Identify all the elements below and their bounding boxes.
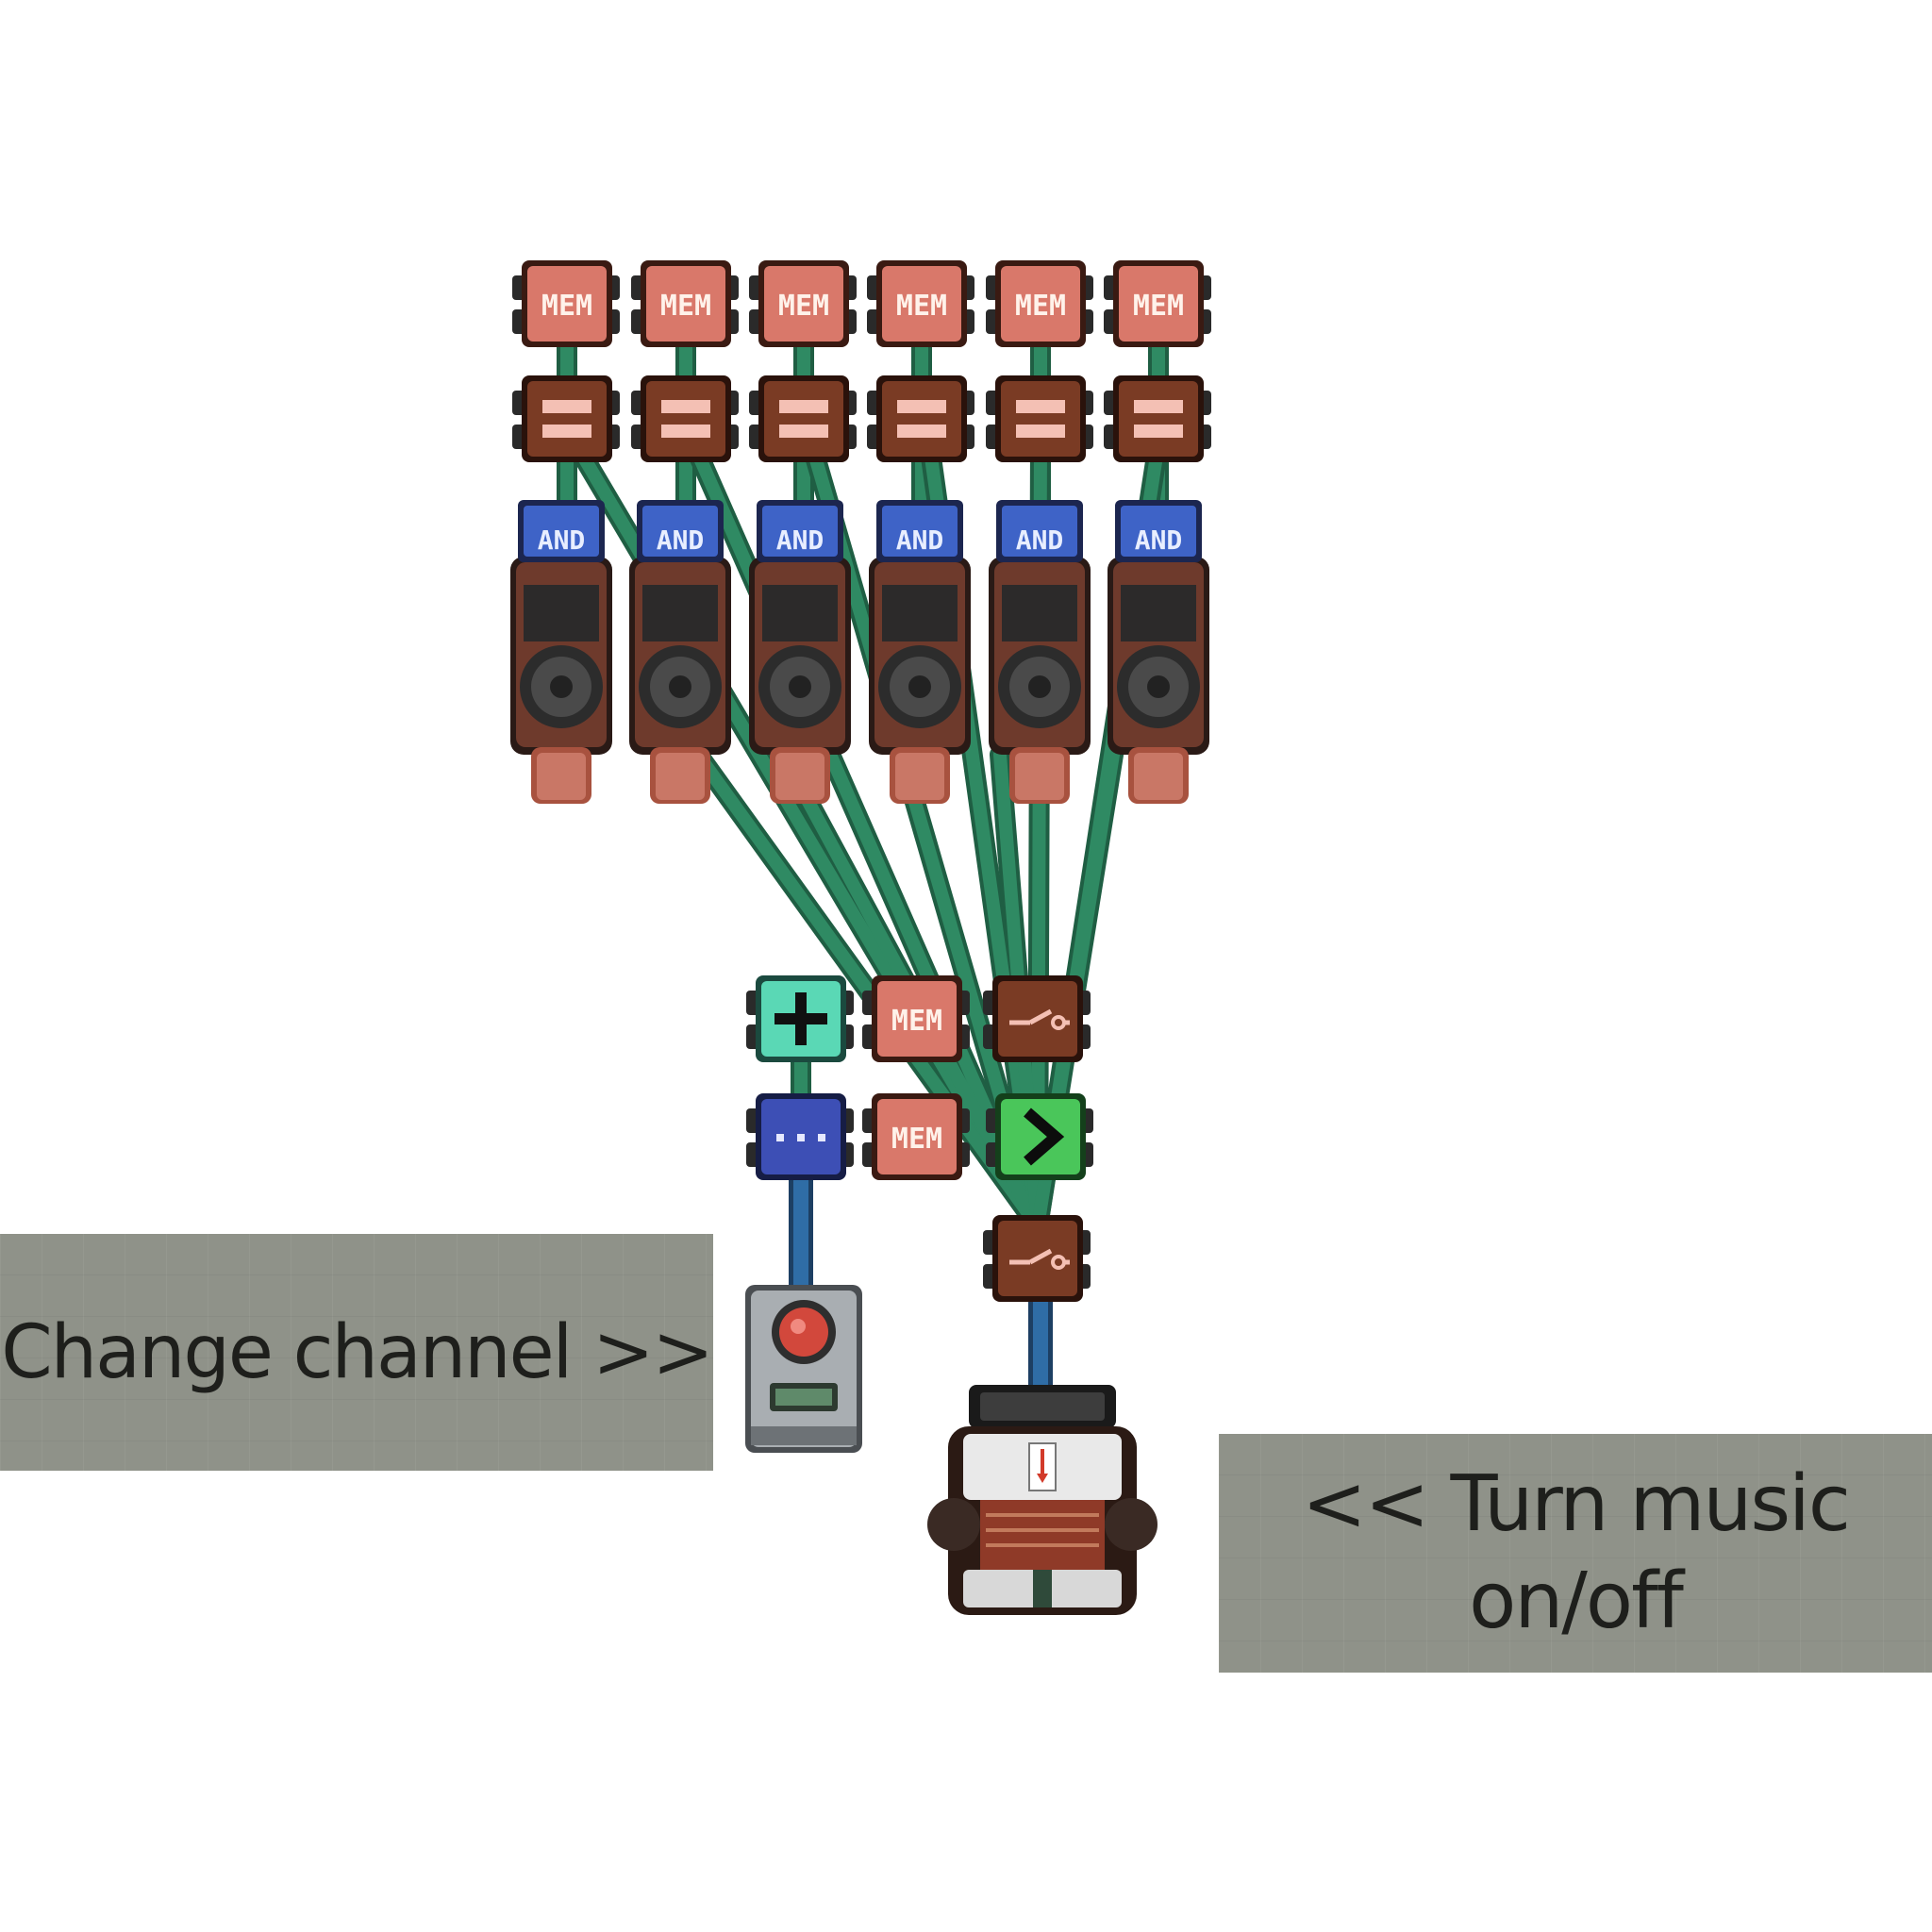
and-gate-label: AND bbox=[896, 525, 944, 556]
and-gate-icon: AND bbox=[1115, 500, 1202, 562]
equals-gate-icon bbox=[749, 375, 857, 462]
and-gate-label: AND bbox=[1135, 525, 1183, 556]
memory-cell-icon: MEM bbox=[986, 260, 1093, 347]
and-gate-icon: AND bbox=[637, 500, 724, 562]
and-gate-label: AND bbox=[538, 525, 586, 556]
greater-than-gate-icon bbox=[986, 1093, 1093, 1180]
speaker-icon bbox=[510, 557, 612, 804]
turn-music-label-line2: on/off bbox=[1469, 1556, 1684, 1646]
and-gate-label: AND bbox=[1016, 525, 1064, 556]
equals-gate-icon bbox=[1104, 375, 1211, 462]
equals-gate-icon bbox=[986, 375, 1093, 462]
memory-cell-icon: MEM bbox=[749, 260, 857, 347]
memory-cell-icon: MEM bbox=[631, 260, 739, 347]
memory-label: MEM bbox=[891, 1123, 942, 1156]
memory-label: MEM bbox=[891, 1005, 942, 1038]
turn-music-sign: << Turn music on/off bbox=[1219, 1434, 1932, 1673]
memory-label: MEM bbox=[1015, 290, 1066, 323]
adder-gate-icon bbox=[746, 975, 854, 1062]
speaker-icon bbox=[869, 557, 971, 804]
logic-block: MEM bbox=[746, 975, 1093, 1302]
equals-gate-icon bbox=[631, 375, 739, 462]
toggle-switch-icon bbox=[983, 975, 1091, 1062]
memory-cell-icon: MEM bbox=[512, 260, 620, 347]
and-gate-icon: AND bbox=[518, 500, 605, 562]
equals-gate-icon bbox=[867, 375, 974, 462]
memory-label: MEM bbox=[896, 290, 947, 323]
speaker-icon bbox=[989, 557, 1091, 804]
and-gate-icon: AND bbox=[876, 500, 963, 562]
change-channel-label: Change channel >> bbox=[1, 1309, 714, 1395]
wires bbox=[557, 310, 1169, 1418]
speaker-icon bbox=[749, 557, 851, 804]
memory-label: MEM bbox=[541, 290, 592, 323]
memory-label: MEM bbox=[660, 290, 711, 323]
speaker-icon bbox=[629, 557, 731, 804]
memory-label: MEM bbox=[778, 290, 829, 323]
and-gate-label: AND bbox=[657, 525, 705, 556]
toggle-switch-icon bbox=[983, 1215, 1091, 1302]
memory-cell-icon: MEM bbox=[867, 260, 974, 347]
memory-cell-icon: MEM bbox=[862, 1093, 970, 1180]
memory-cell-icon: MEM bbox=[1104, 260, 1211, 347]
push-button-icon[interactable] bbox=[745, 1285, 862, 1453]
speaker-icon bbox=[1108, 557, 1209, 804]
and-gate-icon: AND bbox=[996, 500, 1083, 562]
equals-gate-icon bbox=[512, 375, 620, 462]
speaker-row bbox=[510, 557, 1209, 804]
counter-icon bbox=[746, 1093, 854, 1180]
jukebox-icon[interactable] bbox=[927, 1385, 1158, 1615]
memory-label: MEM bbox=[1133, 290, 1184, 323]
turn-music-label-line1: << Turn music bbox=[1302, 1459, 1851, 1549]
memory-cell-icon: MEM bbox=[862, 975, 970, 1062]
memory-row: MEM MEM MEM MEM bbox=[512, 260, 1211, 347]
change-channel-sign: Change channel >> bbox=[0, 1234, 714, 1471]
and-gate-icon: AND bbox=[757, 500, 843, 562]
and-gate-row: AND AND AND AND AND bbox=[518, 500, 1202, 562]
and-gate-label: AND bbox=[776, 525, 824, 556]
equals-row bbox=[512, 375, 1211, 462]
